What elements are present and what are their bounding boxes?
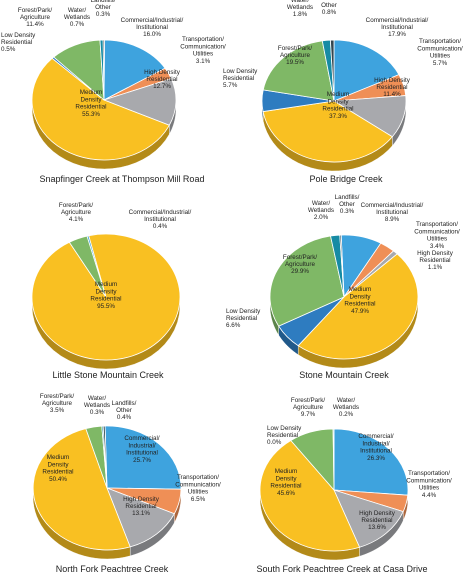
pie-south-fork-peachtree-creek bbox=[259, 428, 409, 561]
pie-slice-med bbox=[262, 100, 393, 163]
pie-snapfinger-creek bbox=[31, 39, 177, 170]
pie-little-stone-mountain-creek bbox=[31, 233, 181, 370]
pie-slice-high bbox=[106, 487, 175, 548]
chart-title-stone-mountain-creek: Stone Mountain Creek bbox=[299, 370, 389, 380]
pie-slice-forest bbox=[269, 235, 345, 327]
pie-slice-landfill bbox=[339, 234, 345, 298]
pie-slice-landfill bbox=[102, 39, 105, 101]
pie-slice-comm bbox=[333, 428, 409, 496]
pie-slice-water bbox=[332, 428, 335, 491]
pie-slice-med bbox=[32, 428, 131, 551]
pie-slice-landfill bbox=[329, 39, 335, 102]
pie-slice-high bbox=[333, 489, 404, 548]
pie-slice-med bbox=[259, 439, 361, 552]
pie-slice-landfill bbox=[102, 425, 108, 489]
pie-slice-comm bbox=[103, 39, 166, 101]
pie-pole-bridge-creek bbox=[261, 39, 407, 172]
pie-slice-comm bbox=[333, 39, 400, 102]
pie-slice-med bbox=[31, 57, 170, 161]
pie-slice-med bbox=[297, 253, 419, 360]
pie-slice-forest bbox=[262, 40, 335, 102]
chart-title-north-fork-peachtree-creek: North Fork Peachtree Creek bbox=[56, 564, 169, 574]
pie-slice-forest bbox=[68, 235, 107, 298]
chart-title-little-stone-mountain-creek: Little Stone Mountain Creek bbox=[52, 370, 164, 380]
pie-slice-comm bbox=[104, 425, 182, 490]
pie-slice-high bbox=[102, 78, 177, 126]
pie-north-fork-peachtree-creek bbox=[32, 425, 182, 560]
chart-title-south-fork-peachtree-creek: South Fork Peachtree Creek at Casa Drive bbox=[256, 564, 427, 574]
pie-stone-mountain-creek bbox=[269, 234, 419, 369]
chart-title-snapfinger-creek: Snapfinger Creek at Thompson Mill Road bbox=[40, 174, 205, 184]
chart-title-pole-bridge-creek: Pole Bridge Creek bbox=[309, 174, 383, 184]
